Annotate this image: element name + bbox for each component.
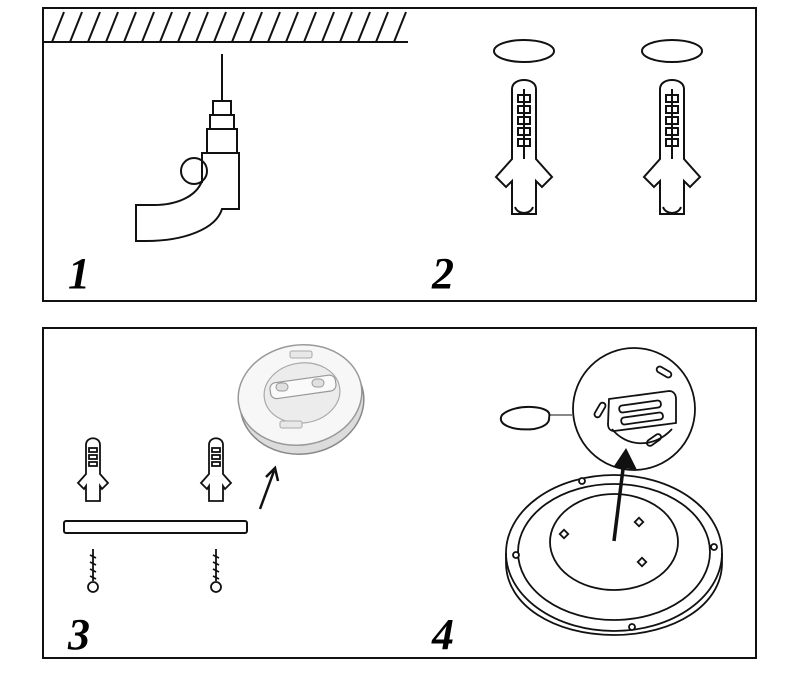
step-number: 1 <box>68 249 90 298</box>
ceiling-lamp-icon <box>505 474 723 636</box>
instruction-panel-bottom: 3 4 <box>42 327 757 659</box>
arrow-icon <box>258 465 280 510</box>
ring-clip-icon <box>499 405 572 431</box>
wall-plug-icon <box>494 79 554 215</box>
bottom-panel-illustration <box>63 343 723 636</box>
wall-plug-icon <box>199 437 233 502</box>
washer-icon <box>493 39 555 63</box>
wall-plug-icon <box>76 437 110 502</box>
wall-plug-icon <box>642 79 702 215</box>
instruction-panel-top: 1 2 <box>42 7 757 302</box>
mounting-plate-icon <box>572 347 696 471</box>
washer-icon <box>641 39 703 63</box>
top-panel-illustration <box>44 11 703 242</box>
step-number: 4 <box>432 610 454 659</box>
screw-icon <box>87 549 99 593</box>
step-number: 3 <box>68 610 90 659</box>
step-number: 2 <box>432 249 454 298</box>
screw-icon <box>210 549 222 593</box>
mounting-plate-icon <box>237 343 365 455</box>
mounting-bar-icon <box>63 520 248 534</box>
arrow-icon <box>612 448 637 542</box>
ceiling-hatch <box>44 11 408 43</box>
drill-icon <box>135 54 240 242</box>
